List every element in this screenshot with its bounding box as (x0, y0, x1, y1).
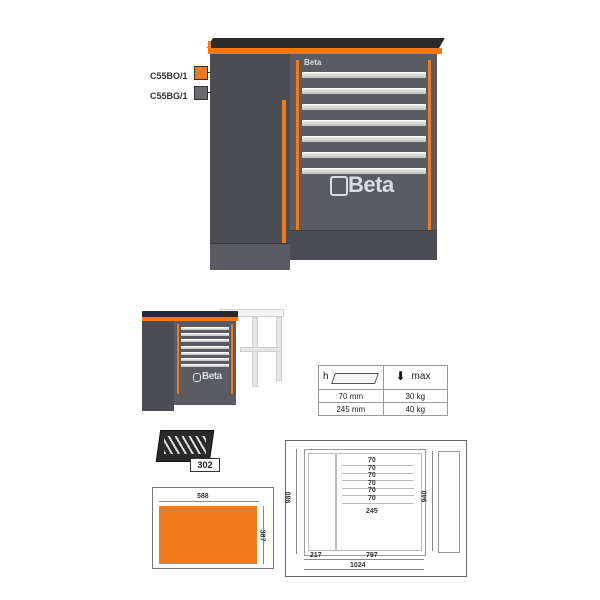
side-cabinet (210, 54, 290, 269)
drawer-front (302, 120, 426, 126)
brand-logo: Beta (330, 172, 410, 198)
liner-diagram: 588 387 (152, 487, 274, 569)
drawer-front (181, 358, 229, 361)
load-table: h ⬇ max 70 mm 30 kg 245 mm 40 kg (318, 365, 449, 416)
variant-code: C55BG/1 (150, 91, 188, 101)
width-line-lower (304, 569, 424, 570)
tool-tray (155, 430, 216, 466)
logo-text: Beta (202, 371, 222, 382)
wrench-set-icon (164, 436, 206, 454)
variant-grey-swatch[interactable] (194, 86, 208, 100)
drawer-unit-small-logo: Beta (304, 58, 322, 67)
drawer-front (302, 136, 426, 142)
logo-text: Beta (348, 172, 394, 197)
liner-depth-line (263, 506, 264, 564)
drawer-unit-orange-right (428, 60, 431, 230)
side-view-outline (438, 451, 460, 553)
logo-icon (330, 176, 348, 196)
drawer-front (181, 364, 229, 368)
liner-width-label: 588 (197, 493, 209, 500)
variant-code: C55BO/1 (150, 71, 188, 81)
legend-connector-line (207, 72, 211, 73)
height-left-line (296, 449, 297, 554)
height-right-line (432, 451, 433, 551)
drawer-front (302, 72, 426, 78)
drawer-icon (330, 373, 380, 384)
max-header: max (411, 371, 431, 382)
worktop-orange-edge (210, 48, 442, 54)
height-header: h (323, 371, 329, 382)
drawer-front (181, 339, 229, 343)
width-line-upper (304, 559, 424, 560)
drawer-divider-line (342, 472, 414, 474)
logo-icon (193, 373, 201, 382)
drawer-unit-width-label: 797 (366, 552, 378, 559)
drawer-height-cell: 245 mm (318, 402, 384, 416)
worktop-orange-side (208, 41, 211, 54)
drawer-front (302, 88, 426, 94)
drawer-height-label: 70 (368, 472, 376, 479)
drawer-height-label: 70 (368, 479, 376, 487)
drawer-height-label: 70 (368, 457, 376, 464)
worktop (207, 38, 445, 48)
small-orange-right (231, 324, 233, 394)
side-section-outline (308, 453, 336, 551)
side-cabinet-plinth (210, 243, 290, 270)
front-view-outline (304, 449, 426, 556)
side-orange-strip (282, 100, 286, 243)
drawer-front (302, 152, 426, 158)
legend-connector-line (207, 92, 211, 93)
drawer-divider-line (342, 502, 414, 504)
bottom-drawer-label: 245 (366, 508, 378, 515)
liner-orange-mat (159, 506, 257, 564)
drawer-front (181, 345, 229, 349)
small-brand-logo: Beta (193, 371, 233, 385)
height-right-label: 940 (421, 490, 429, 503)
drawer-height-label: 70 (368, 464, 376, 472)
drawer-section-outline (336, 453, 422, 551)
workbench-rail (240, 347, 282, 352)
max-load-cell: 30 kg (382, 389, 449, 403)
variant-orange[interactable]: C55BO/1 (150, 66, 188, 84)
small-worktop-edge (142, 317, 238, 321)
workbench-leg (252, 317, 258, 387)
variant-grey[interactable]: C55BG/1 (150, 86, 188, 104)
drawer-front (302, 104, 426, 110)
variant-orange-swatch[interactable] (194, 66, 208, 80)
drawer-unit-orange-left (296, 60, 299, 230)
liner-width-line (159, 501, 259, 502)
drawer-divider-line (342, 495, 414, 496)
small-worktop (142, 311, 238, 318)
drawer-height-label: 70 (368, 487, 376, 494)
drawer-divider-line (342, 480, 414, 481)
main-cabinet: Beta Beta (200, 38, 445, 273)
drawer-front (181, 327, 229, 330)
drawer-divider-line (342, 487, 414, 489)
drawer-divider-line (342, 465, 414, 466)
small-cabinet-assembly: Beta (140, 305, 290, 415)
tray-badge: 302 (190, 458, 220, 472)
drawer-unit-plinth (290, 230, 437, 260)
drawer-front (181, 333, 229, 337)
max-load-cell: 40 kg (382, 402, 449, 416)
drawer-height-cell: 70 mm (318, 389, 384, 403)
weight-arrow-icon: ⬇ (395, 369, 406, 383)
liner-depth-label: 387 (258, 529, 266, 542)
small-side-cabinet (142, 321, 174, 411)
drawer-height-label: 70 (368, 494, 376, 502)
side-width-label: 217 (310, 552, 322, 559)
total-width-label: 1024 (350, 562, 366, 569)
small-orange-left (177, 324, 179, 394)
drawer-front (302, 168, 426, 174)
height-left-label: 980 (285, 491, 293, 504)
drawer-front (181, 351, 229, 355)
